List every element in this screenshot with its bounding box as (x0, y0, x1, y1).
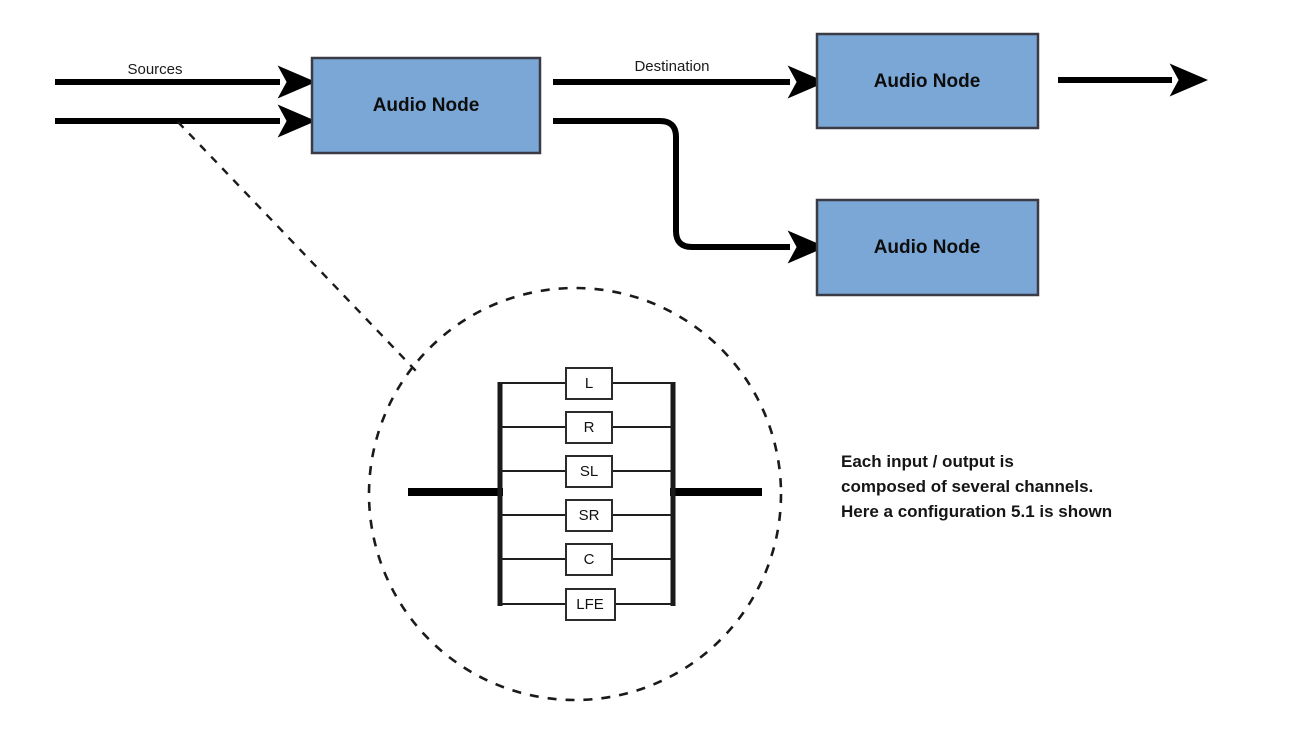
node-right-bottom-rect[interactable] (815, 198, 1040, 297)
channel-box-lfe[interactable] (565, 588, 616, 621)
channel-box-c[interactable] (565, 543, 613, 576)
channel-row-sl: SL (500, 455, 673, 488)
destination-label: Destination (634, 58, 709, 75)
node-left-label: Audio Node (373, 95, 480, 116)
node-right-top-rect[interactable] (815, 32, 1040, 130)
channel-row-c: C (500, 543, 673, 576)
channel-row-lfe: LFE (500, 588, 673, 621)
channel-detail-group: L R SL SR (408, 367, 762, 621)
node-left[interactable]: Audio Node (310, 56, 542, 155)
channel-row-l: L (500, 367, 673, 400)
channel-row-sr: SR (500, 499, 673, 532)
node-left-rect[interactable] (310, 56, 542, 155)
channel-row-r: R (500, 411, 673, 444)
node-right-top[interactable]: Audio Node (815, 32, 1040, 130)
caption-line-1: Each input / output is (841, 452, 1014, 471)
magnifier-circle (367, 286, 783, 702)
channel-box-sr[interactable] (565, 499, 613, 532)
channel-box-r[interactable] (565, 411, 613, 444)
channel-label-l: L (585, 375, 593, 392)
channel-label-lfe: LFE (576, 596, 604, 613)
channel-label-sr: SR (579, 507, 600, 524)
magnifier-leader-line (177, 121, 417, 372)
dest-wire-bottom (553, 118, 826, 264)
channel-label-r: R (584, 419, 595, 436)
caption-block: Each input / output is composed of sever… (841, 452, 1112, 521)
node-right-bottom[interactable]: Audio Node (815, 198, 1040, 297)
caption-line-2: composed of several channels. (841, 477, 1093, 496)
caption-line-3: Here a configuration 5.1 is shown (841, 502, 1112, 521)
channel-box-l[interactable] (565, 367, 613, 400)
channel-label-c: C (584, 551, 595, 568)
sources-label: Sources (127, 61, 182, 78)
channel-label-sl: SL (580, 463, 598, 480)
node-right-bottom-label: Audio Node (874, 237, 981, 258)
channel-box-sl[interactable] (565, 455, 613, 488)
node-right-top-label: Audio Node (874, 71, 981, 92)
